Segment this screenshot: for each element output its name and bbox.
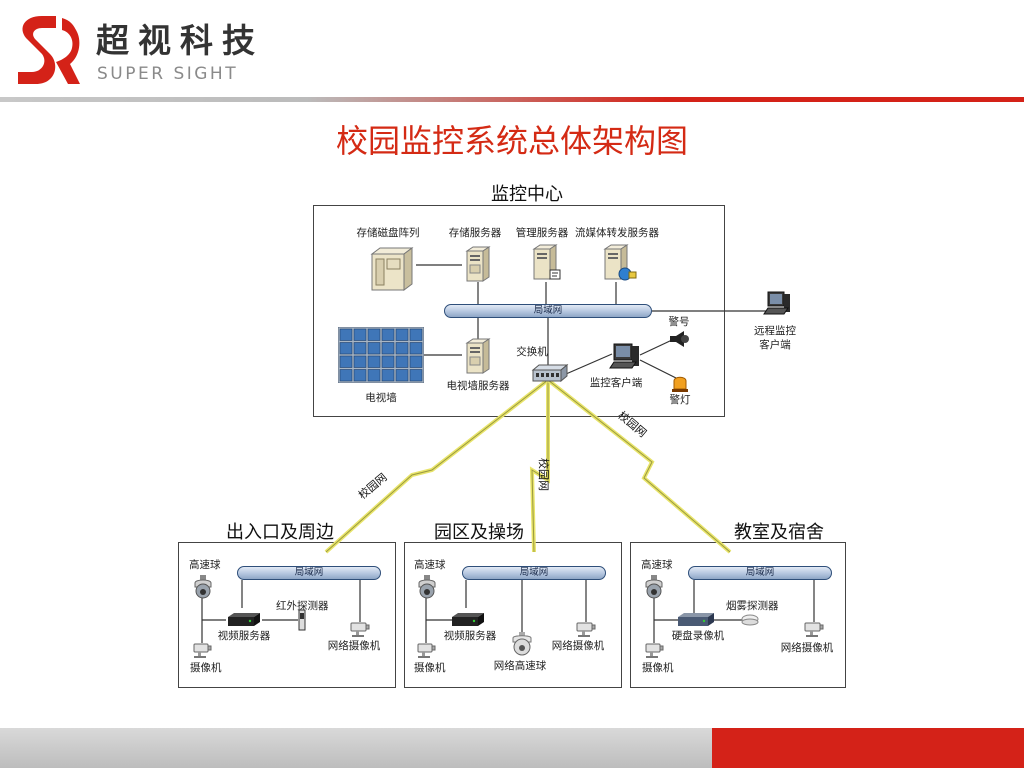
siren-label: 警号 (668, 316, 690, 328)
zone-3-net-camera-icon (803, 620, 825, 638)
zone-2-camera-icon (416, 642, 436, 660)
footer-bar-gray (0, 728, 712, 768)
zone-1-camera-label: 摄像机 (190, 662, 222, 674)
zone-3-lan-label: 局域网 (745, 567, 775, 578)
tv-wall-label: 电视墙 (365, 392, 397, 404)
tv-wall-screen (367, 355, 381, 368)
logo-mark (12, 10, 82, 90)
switch-icon (531, 362, 569, 384)
remote-client-icon (762, 290, 792, 320)
zone-1-net-camera-icon (349, 620, 371, 638)
storage-server-icon (463, 246, 493, 284)
zone-3-lan-bar: 局域网 (688, 566, 832, 580)
zone-1-lan-label: 局域网 (294, 567, 324, 578)
tv-wall-screen (409, 355, 423, 368)
zone-1-dome-label: 高速球 (189, 559, 221, 571)
zone-1-dome-icon (193, 575, 213, 599)
tv-wall-screen (367, 328, 381, 341)
tv-wall-screen (353, 369, 367, 382)
slide-title: 校园监控系统总体架构图 (335, 122, 688, 160)
zone-1-detector-label: 红外探测器 (276, 600, 329, 612)
zone-3-detector-label: 烟雾探测器 (726, 600, 779, 612)
tv-wall-screen (339, 328, 353, 341)
zone-3-smoke-detector-icon (741, 614, 759, 626)
tv-wall-screen (395, 369, 409, 382)
tv-wall-screen (367, 342, 381, 355)
zone-3-recorder-icon (676, 612, 716, 628)
zone-2-dome-icon (417, 575, 437, 599)
zone-3-dome-icon (644, 575, 664, 599)
brand-name-en: SUPER SIGHT (97, 64, 239, 84)
tv-wall-screen (353, 355, 367, 368)
zone-2-recorder-icon (450, 612, 486, 628)
zone-1-recorder-icon (226, 612, 262, 628)
remote-client-label-2: 客户端 (759, 339, 791, 351)
tv-wall-screen (395, 355, 409, 368)
alarm-light-icon (671, 373, 689, 393)
tv-wall-screen (339, 369, 353, 382)
tv-wall-screen (339, 355, 353, 368)
tv-wall-screen (339, 342, 353, 355)
alarm-light-label: 警灯 (669, 394, 691, 406)
tv-wall-screen (395, 342, 409, 355)
tv-wall-server-label: 电视墙服务器 (446, 380, 510, 392)
zone-3-recorder-label: 硬盘录像机 (671, 630, 725, 642)
zone-3-camera-label: 摄像机 (642, 662, 674, 674)
zone-2-camera-label: 摄像机 (414, 662, 446, 674)
storage-array-label: 存储磁盘阵列 (356, 227, 420, 239)
zone-1-lan-bar: 局域网 (237, 566, 381, 580)
campus-net-tag-middle: 校园网 (537, 458, 550, 491)
tv-wall-screen (395, 328, 409, 341)
tv-wall-screen (381, 369, 395, 382)
zone-1-recorder-label: 视频服务器 (217, 630, 271, 642)
monitor-client-label: 监控客户端 (589, 377, 643, 389)
zone-3-dome-label: 高速球 (641, 559, 673, 571)
zone-2-net-camera-icon (575, 620, 597, 638)
storage-server-label: 存储服务器 (448, 227, 502, 239)
mgmt-server-label: 管理服务器 (515, 227, 569, 239)
tv-wall-screen (381, 342, 395, 355)
zone-2-recorder-label: 视频服务器 (443, 630, 497, 642)
zone-3-title: 教室及宿舍 (734, 522, 824, 543)
stream-server-icon (601, 244, 637, 284)
siren-icon (668, 330, 690, 348)
zone-1-net-camera-label: 网络摄像机 (327, 640, 381, 652)
tv-wall-screen (409, 328, 423, 341)
zone-2-net-dome-icon (511, 632, 533, 656)
tv-wall-screen (381, 355, 395, 368)
center-lan-label: 局域网 (533, 305, 563, 316)
zone-1-title: 出入口及周边 (226, 522, 334, 543)
storage-array-icon (364, 246, 416, 292)
brand-name-cn: 超视科技 (96, 21, 264, 60)
tv-wall-server-icon (463, 338, 493, 376)
switch-label: 交换机 (516, 346, 548, 358)
zone-2-net-dome-label: 网络高速球 (493, 660, 547, 672)
remote-client-label-1: 远程监控 (754, 325, 796, 337)
stream-server-label: 流媒体转发服务器 (575, 227, 659, 239)
center-title: 监控中心 (491, 184, 563, 205)
zone-2-net-camera-label: 网络摄像机 (551, 640, 605, 652)
zone-2-lan-label: 局域网 (519, 567, 549, 578)
zone-1-camera-icon (192, 642, 212, 660)
link-right-lightning (546, 378, 732, 554)
tv-wall-screen (353, 328, 367, 341)
center-lan-bar: 局域网 (444, 304, 652, 318)
zone-3-camera-icon (644, 642, 664, 660)
zone-3-net-camera-label: 网络摄像机 (780, 642, 834, 654)
zone-2-lan-bar: 局域网 (462, 566, 606, 580)
mgmt-server-icon (530, 244, 564, 284)
zone-2-dome-label: 高速球 (414, 559, 446, 571)
header-divider (0, 97, 1024, 103)
footer-bar-red (712, 728, 1024, 768)
tv-wall-icon (338, 327, 424, 383)
monitor-client-icon (608, 342, 642, 374)
tv-wall-screen (353, 342, 367, 355)
tv-wall-screen (409, 342, 423, 355)
zone-1-detector-icon (298, 609, 306, 631)
tv-wall-screen (381, 328, 395, 341)
tv-wall-screen (409, 369, 423, 382)
zone-2-title: 园区及操场 (434, 522, 524, 543)
tv-wall-screen (367, 369, 381, 382)
